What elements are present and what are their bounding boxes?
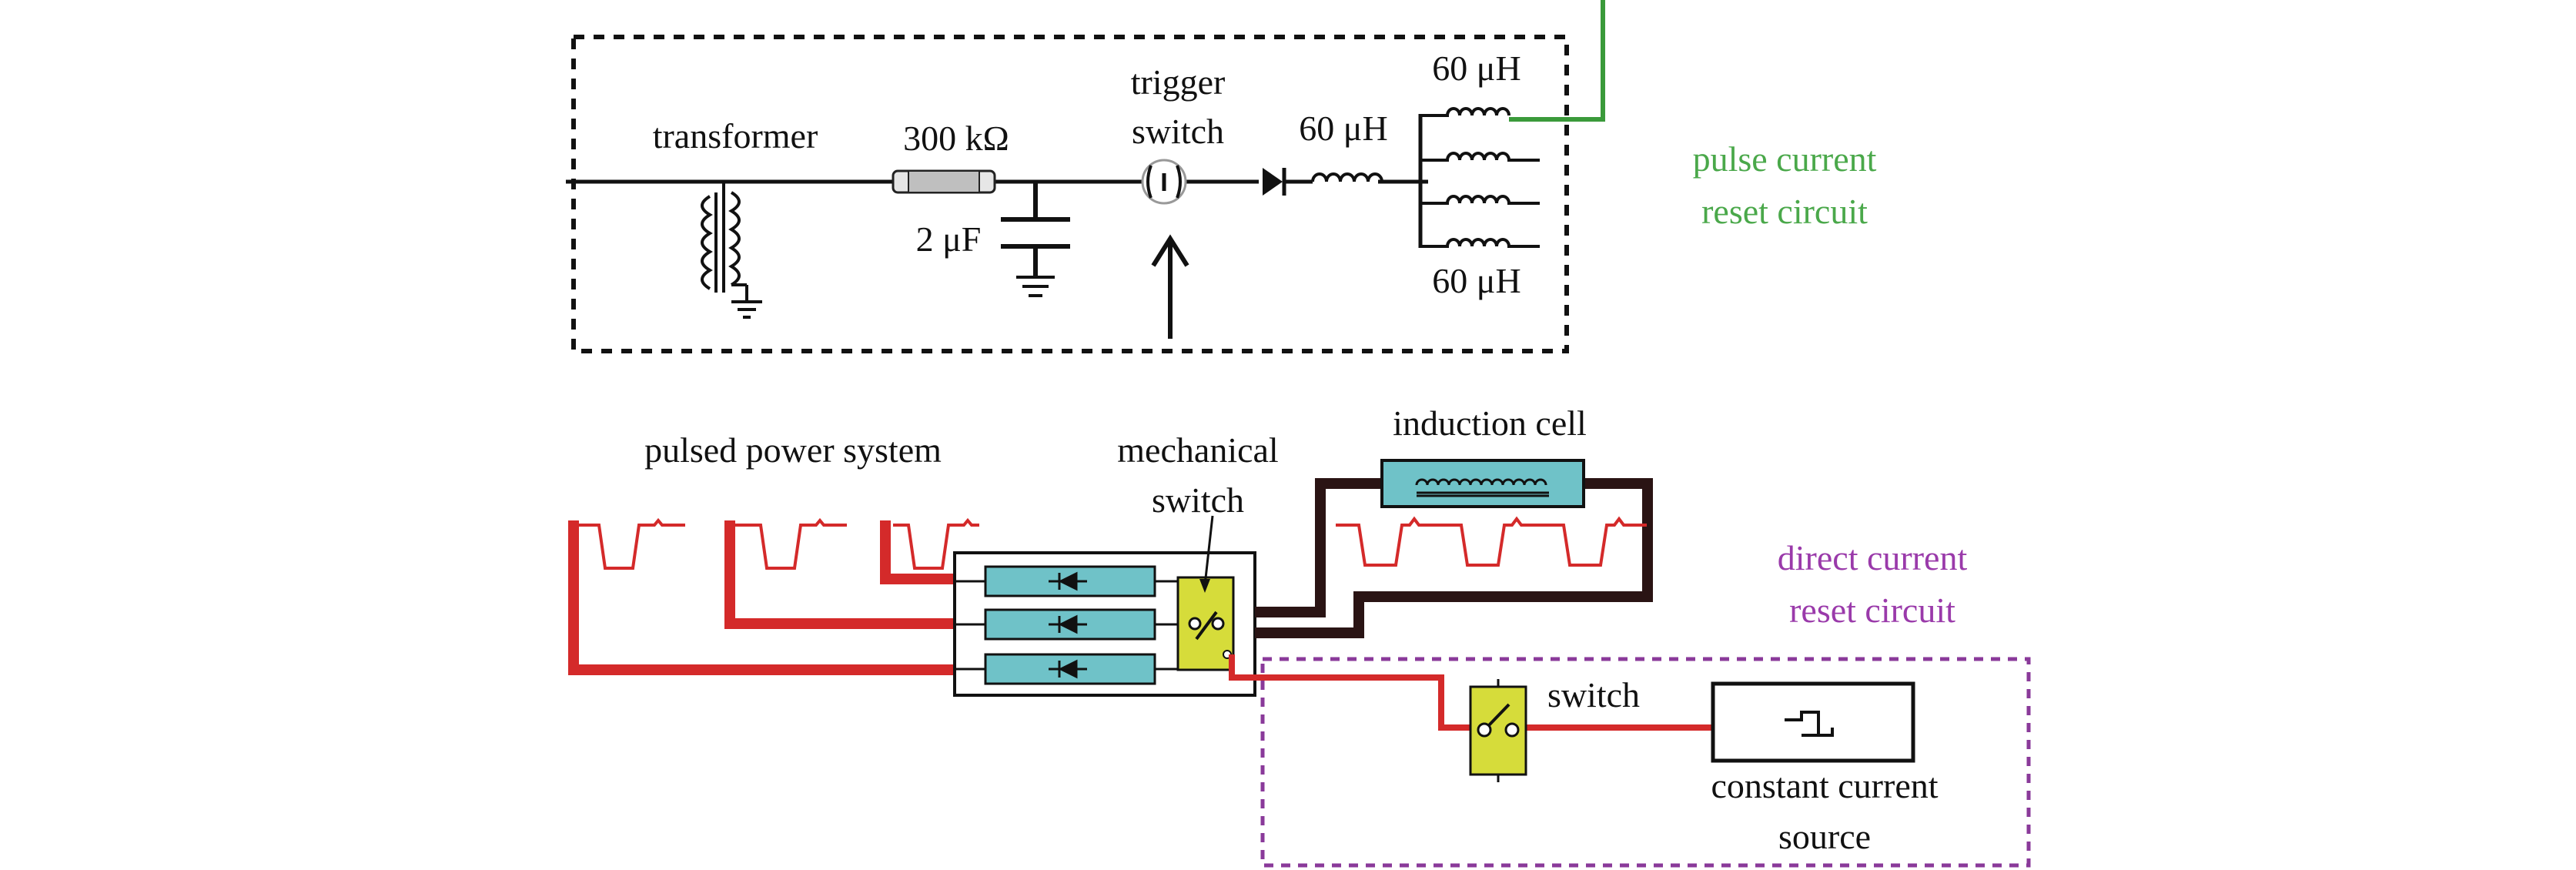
induction-cell-label: induction cell [1393, 403, 1587, 443]
induction-cell-symbol [1380, 459, 1585, 508]
inductor-label-mid: 60 μH [1299, 109, 1387, 148]
dc-switch-symbol [1469, 679, 1527, 782]
pulse-reset-title-line1: pulse current [1693, 139, 1877, 179]
resistor-symbol [892, 169, 996, 194]
mechanical-switch-symbol [1176, 515, 1235, 671]
mech-switch-label-line2: switch [1152, 480, 1244, 520]
rectifier-modules [955, 565, 1178, 685]
transmission-lines [1255, 478, 1653, 638]
pulsed-power-system: pulsed power system [568, 403, 1653, 697]
dc-reset-title-line1: direct current [1778, 538, 1968, 577]
capacitor-label: 2 μF [916, 219, 982, 259]
constant-current-source-symbol [1711, 681, 1915, 763]
trigger-label-line1: trigger [1131, 62, 1226, 102]
inductor-label-bottom: 60 μH [1432, 261, 1521, 300]
source-label-line1: constant current [1711, 766, 1938, 805]
transformer-symbol [701, 182, 762, 319]
capacitor-symbol [1001, 182, 1070, 297]
red-feed-lines [568, 520, 953, 675]
dc-reset-circuit: direct current reset circuit switch cons… [1229, 538, 2031, 868]
parallel-inductors [1420, 107, 1540, 248]
pulse-reset-dashed-box [571, 35, 1569, 353]
trigger-switch-symbol [1141, 159, 1189, 339]
dc-reset-title-line2: reset circuit [1789, 591, 1955, 630]
dc-red-line [1229, 654, 1470, 731]
pulse-reset-title-line2: reset circuit [1701, 192, 1868, 231]
mech-switch-label-line1: mechanical [1117, 430, 1278, 470]
green-output-line [1509, 0, 1605, 122]
transformer-label: transformer [653, 116, 818, 156]
inductor-label-top: 60 μH [1432, 49, 1521, 88]
dc-reset-dashed-box [1260, 657, 2031, 868]
pulse-waveforms [576, 517, 979, 570]
trigger-label-line2: switch [1132, 112, 1224, 151]
source-label-line2: source [1778, 817, 1871, 856]
dc-switch-label: switch [1547, 675, 1640, 714]
pulsed-power-label: pulsed power system [644, 430, 942, 470]
induction-waveform [1336, 516, 1647, 567]
pulse-reset-circuit: transformer 300 kΩ 2 μF trigger switch 6… [566, 0, 1877, 353]
resistor-label: 300 kΩ [903, 119, 1009, 158]
series-inductor-symbol [1311, 172, 1383, 182]
diode-symbol [1263, 168, 1313, 196]
